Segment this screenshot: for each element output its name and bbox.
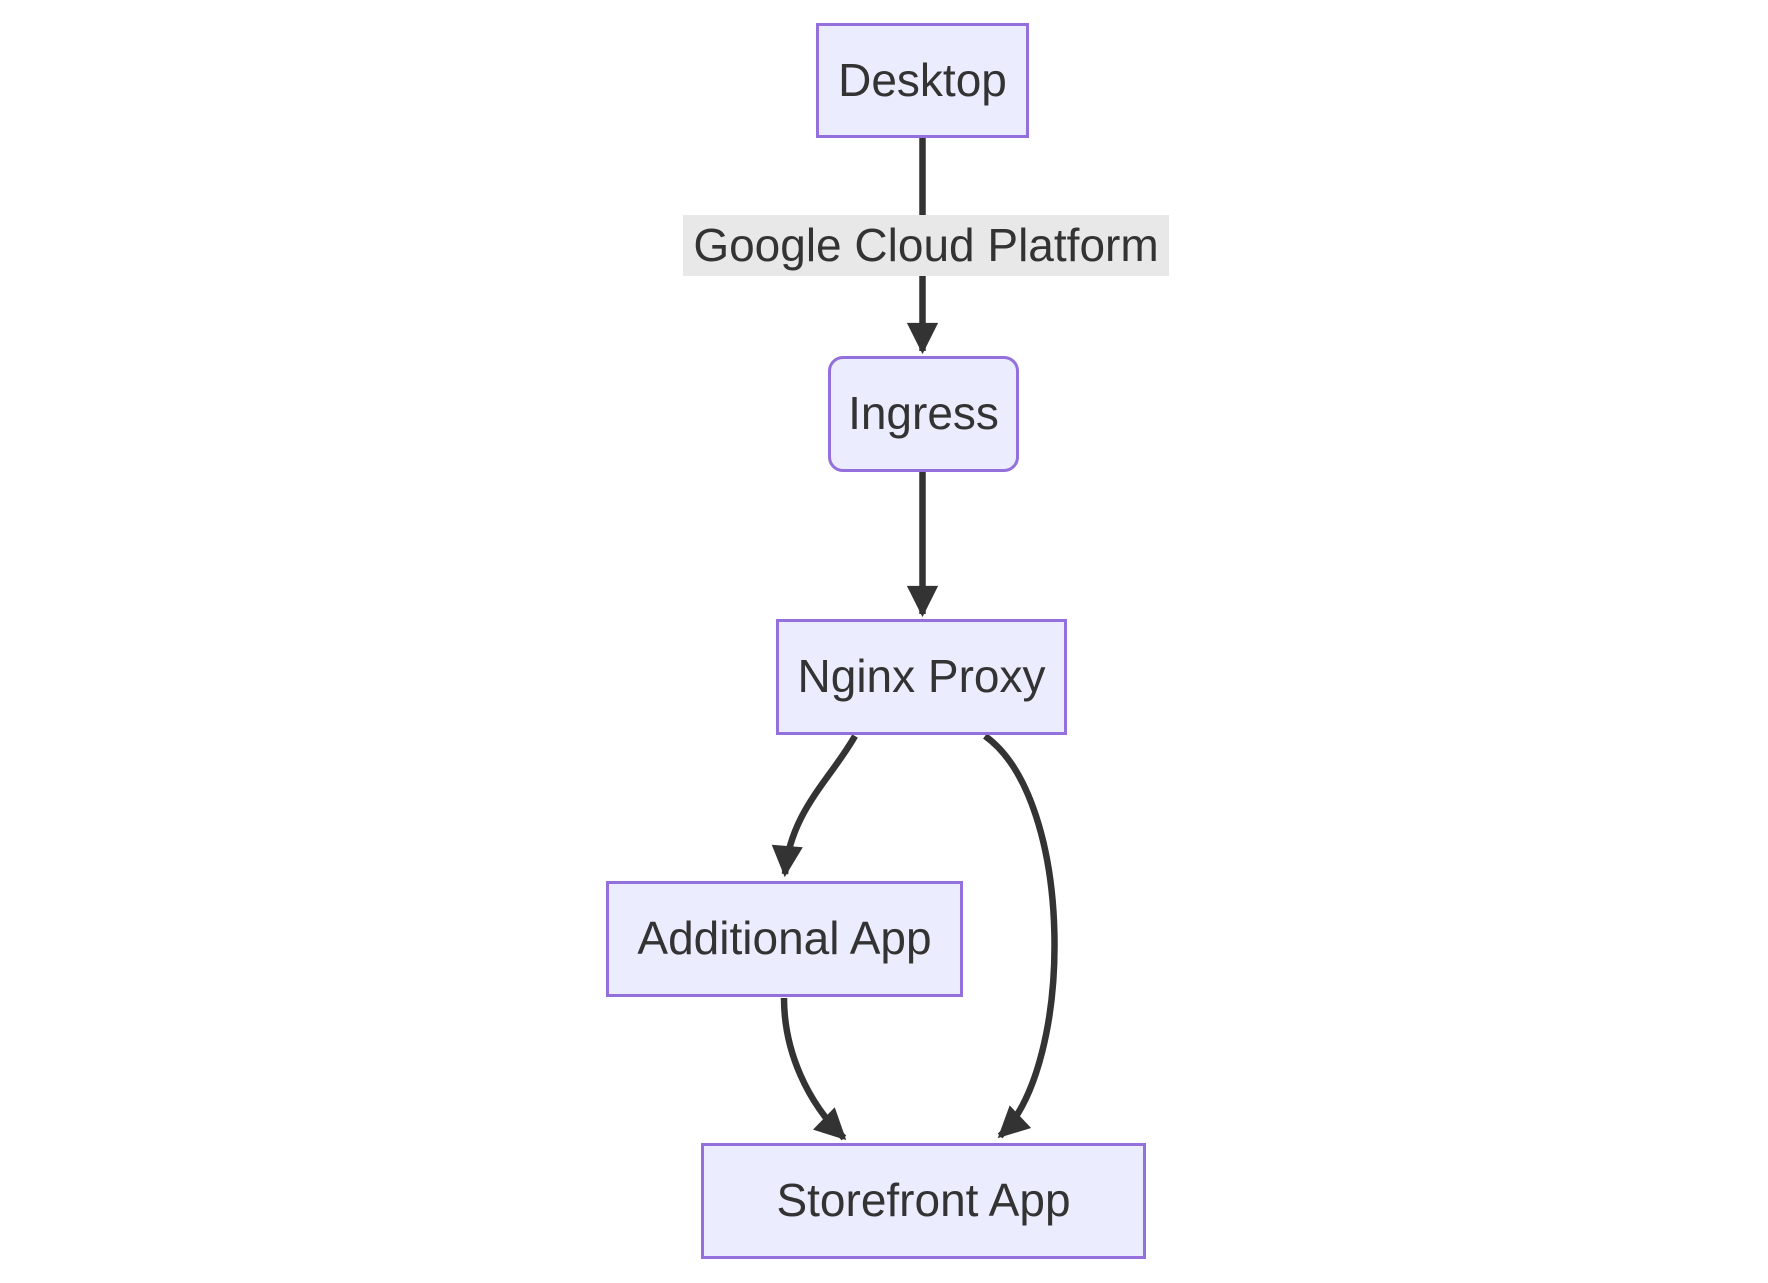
node-desktop-label: Desktop [838, 53, 1007, 106]
node-ingress: Ingress [828, 356, 1019, 472]
edge-nginx-to-storefront [983, 733, 1058, 1139]
node-storefront-app-label: Storefront App [776, 1174, 1071, 1227]
node-additional-app: Additional App [606, 881, 963, 997]
node-ingress-label: Ingress [848, 387, 999, 440]
node-storefront-app: Storefront App [701, 1143, 1146, 1259]
node-additional-app-label: Additional App [637, 912, 932, 965]
edge-label-google-cloud-platform: Google Cloud Platform [683, 215, 1169, 276]
node-nginx-proxy: Nginx Proxy [776, 619, 1067, 735]
node-nginx-proxy-label: Nginx Proxy [797, 650, 1046, 703]
edge-nginx-to-additional [771, 734, 858, 878]
edge-additional-to-storefront [780, 997, 847, 1141]
node-desktop: Desktop [816, 23, 1029, 138]
edge-label-text: Google Cloud Platform [693, 218, 1159, 271]
